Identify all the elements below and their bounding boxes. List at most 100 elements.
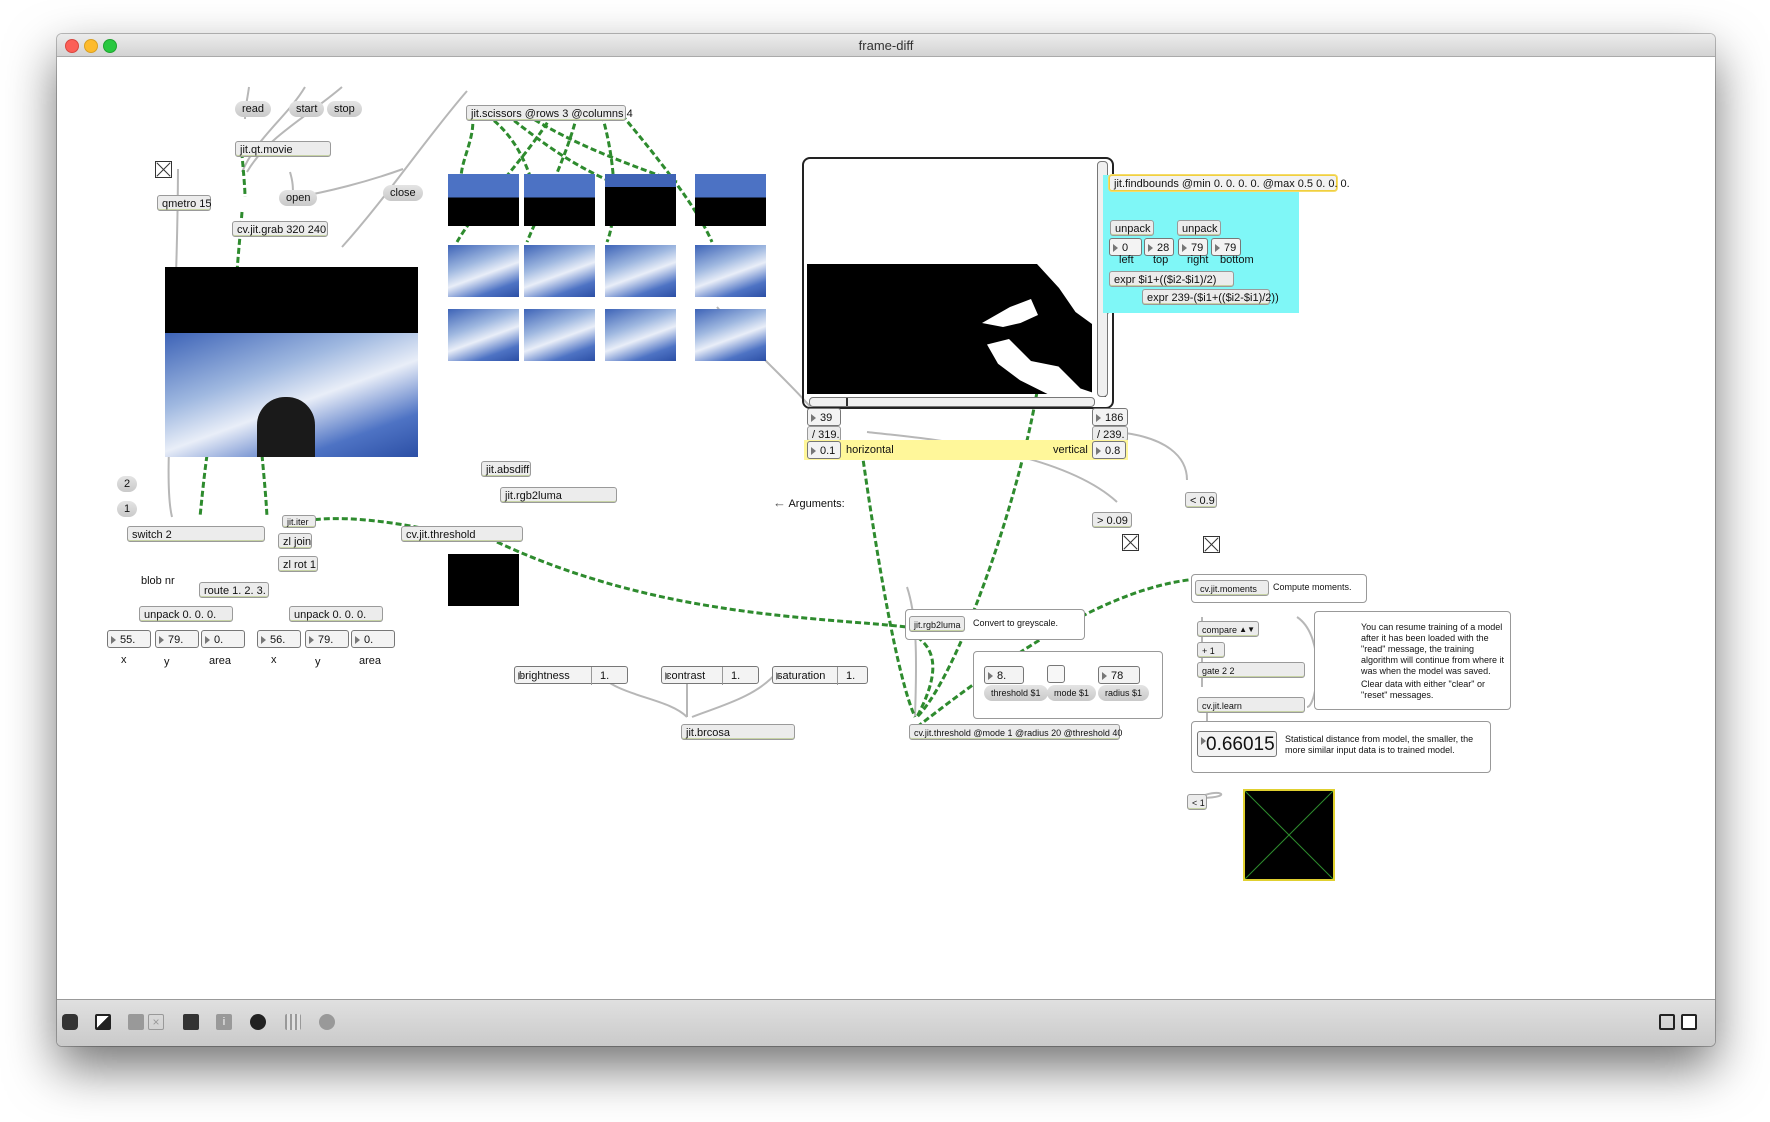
patcher-canvas[interactable]: read start stop jit.qt.movie open close …: [57, 57, 1715, 999]
qmetro-object[interactable]: qmetro 15: [157, 195, 212, 211]
horizontal-label: horizontal: [846, 444, 894, 456]
horizontal-raw-number[interactable]: 39: [807, 408, 841, 426]
less-than-1-object[interactable]: < 1: [1187, 794, 1207, 810]
distance-number[interactable]: 0.66015: [1197, 731, 1277, 757]
blob2-y-number[interactable]: 79.: [305, 630, 349, 648]
jit-scissors-object[interactable]: jit.scissors @rows 3 @columns 4: [466, 105, 633, 121]
presentation-icon[interactable]: [95, 1014, 111, 1030]
left-label: left: [1119, 254, 1134, 266]
blob1-area-number[interactable]: 0.: [201, 630, 245, 648]
greater-than-object[interactable]: > 0.09: [1092, 512, 1132, 528]
message-1[interactable]: 1: [117, 501, 138, 517]
hv-output-panel: [804, 440, 1128, 460]
message-2[interactable]: 2: [117, 476, 138, 492]
findbounds-top-number[interactable]: 28: [1144, 238, 1174, 256]
horizontal-slider[interactable]: [809, 397, 1095, 407]
jit-findbounds-object[interactable]: jit.findbounds @min 0. 0. 0. 0. @max 0.5…: [1109, 175, 1350, 191]
tile-r3c3: [605, 309, 676, 361]
grid-icon[interactable]: [285, 1014, 301, 1030]
info-icon[interactable]: i: [216, 1014, 232, 1030]
tile-r2c1: [448, 245, 519, 297]
unpack-a-object[interactable]: unpack: [1110, 220, 1154, 236]
findbounds-right-number[interactable]: 79: [1178, 238, 1208, 256]
metro-toggle[interactable]: [155, 161, 172, 178]
read-message[interactable]: read: [235, 101, 272, 117]
gt-toggle[interactable]: [1122, 534, 1139, 551]
split-view-icon[interactable]: [1659, 1014, 1675, 1030]
gate-object[interactable]: gate 2 2: [1197, 662, 1305, 678]
horizontal-value-number[interactable]: 0.1: [807, 441, 841, 459]
updown-icon: ▲▼: [1239, 625, 1255, 634]
jit-qt-movie-object[interactable]: jit.qt.movie: [235, 141, 331, 157]
plus-1-object[interactable]: + 1: [1197, 642, 1225, 658]
arguments-label: ← Arguments:: [773, 495, 845, 510]
cv-jit-threshold-adaptive-object[interactable]: cv.jit.threshold @mode 1 @radius 20 @thr…: [909, 724, 1122, 740]
cv-jit-learn-object[interactable]: cv.jit.learn: [1197, 697, 1305, 713]
blob2-area-number[interactable]: 0.: [351, 630, 395, 648]
close-window-button[interactable]: [65, 39, 79, 53]
extras-icon[interactable]: [319, 1014, 335, 1030]
inspector-icon[interactable]: [183, 1014, 199, 1030]
unpack-object-2[interactable]: unpack 0. 0. 0.: [289, 606, 383, 622]
mode-toggle[interactable]: [1047, 665, 1065, 683]
arguments-text: Arguments:: [788, 498, 845, 510]
lt-toggle[interactable]: [1203, 536, 1220, 553]
mode-message[interactable]: mode $1: [1047, 685, 1097, 701]
route-object[interactable]: route 1. 2. 3.: [199, 582, 269, 598]
cv-jit-grab-object[interactable]: cv.jit.grab 320 240: [232, 221, 328, 237]
threshold-message[interactable]: threshold $1: [984, 685, 1048, 701]
jit-brcosa-object[interactable]: jit.brcosa: [681, 724, 795, 740]
saturation-attr[interactable]: saturation 1.: [772, 666, 868, 685]
start-message[interactable]: start: [289, 101, 325, 117]
cord-greyscale-adaptive: [915, 635, 935, 718]
cv-jit-moments-object[interactable]: cv.jit.moments: [1195, 580, 1269, 596]
jit-iter-object[interactable]: jit.iter: [282, 515, 316, 528]
stop-message[interactable]: stop: [327, 101, 362, 117]
vertical-label: vertical: [1053, 444, 1088, 456]
jit-absdiff-object[interactable]: jit.absdiff: [481, 461, 531, 477]
lock-icon[interactable]: [62, 1014, 78, 1030]
zl-join-object[interactable]: zl join: [278, 533, 312, 549]
minimize-window-button[interactable]: [84, 39, 98, 53]
unpack-object-1[interactable]: unpack 0. 0. 0.: [139, 606, 233, 622]
cv-jit-threshold-object[interactable]: cv.jit.threshold: [401, 526, 523, 542]
vertical-raw-number[interactable]: 186: [1092, 408, 1128, 426]
div-239-object[interactable]: / 239.: [1092, 426, 1128, 442]
brightness-attr[interactable]: brightness 1.: [514, 666, 628, 685]
tile-r3c1: [448, 309, 519, 361]
expr-vertical-object[interactable]: expr 239-($i1+(($i2-$i1)/2)): [1142, 289, 1279, 305]
div-319-object[interactable]: / 319.: [807, 426, 841, 442]
close-icon[interactable]: ×: [148, 1014, 164, 1030]
unpack-b-object[interactable]: unpack: [1177, 220, 1221, 236]
vertical-value-number[interactable]: 0.8: [1092, 441, 1126, 459]
threshold-number[interactable]: 8.: [984, 666, 1024, 684]
jit-rgb2luma-object[interactable]: jit.rgb2luma: [500, 487, 617, 503]
findbounds-left-number[interactable]: 0: [1109, 238, 1142, 256]
compare-umenu[interactable]: compare ▲▼: [1197, 621, 1259, 637]
bpatcher-icon[interactable]: [250, 1014, 266, 1030]
blob1-x-number[interactable]: 55.: [107, 630, 151, 648]
findbounds-bottom-number[interactable]: 79: [1211, 238, 1241, 256]
contrast-attr[interactable]: contrast 1.: [661, 666, 759, 685]
radius-number[interactable]: 78: [1098, 666, 1140, 684]
horizontal-slider-thumb[interactable]: [846, 398, 848, 406]
patcher-icon[interactable]: [128, 1014, 144, 1030]
switch-object[interactable]: switch 2: [127, 526, 265, 542]
tile-r1c2: [524, 174, 595, 226]
brightness-value[interactable]: 1.: [591, 667, 609, 685]
saturation-value[interactable]: 1.: [837, 667, 855, 685]
open-message[interactable]: open: [279, 190, 318, 206]
blob1-area-label: area: [209, 655, 232, 667]
single-view-icon[interactable]: [1681, 1014, 1697, 1030]
expr-horizontal-object[interactable]: expr $i1+(($i2-$i1)/2): [1109, 271, 1234, 287]
zoom-window-button[interactable]: [103, 39, 117, 53]
cord-v-lt: [1116, 431, 1188, 481]
blob1-y-number[interactable]: 79.: [155, 630, 199, 648]
blob2-x-number[interactable]: 56.: [257, 630, 301, 648]
close-message[interactable]: close: [383, 185, 423, 201]
zl-rot-object[interactable]: zl rot 1: [278, 556, 318, 572]
contrast-value[interactable]: 1.: [722, 667, 740, 685]
jit-rgb2luma-small-object[interactable]: jit.rgb2luma: [909, 616, 965, 632]
radius-message[interactable]: radius $1: [1098, 685, 1150, 701]
less-than-09-object[interactable]: < 0.9: [1185, 492, 1217, 508]
